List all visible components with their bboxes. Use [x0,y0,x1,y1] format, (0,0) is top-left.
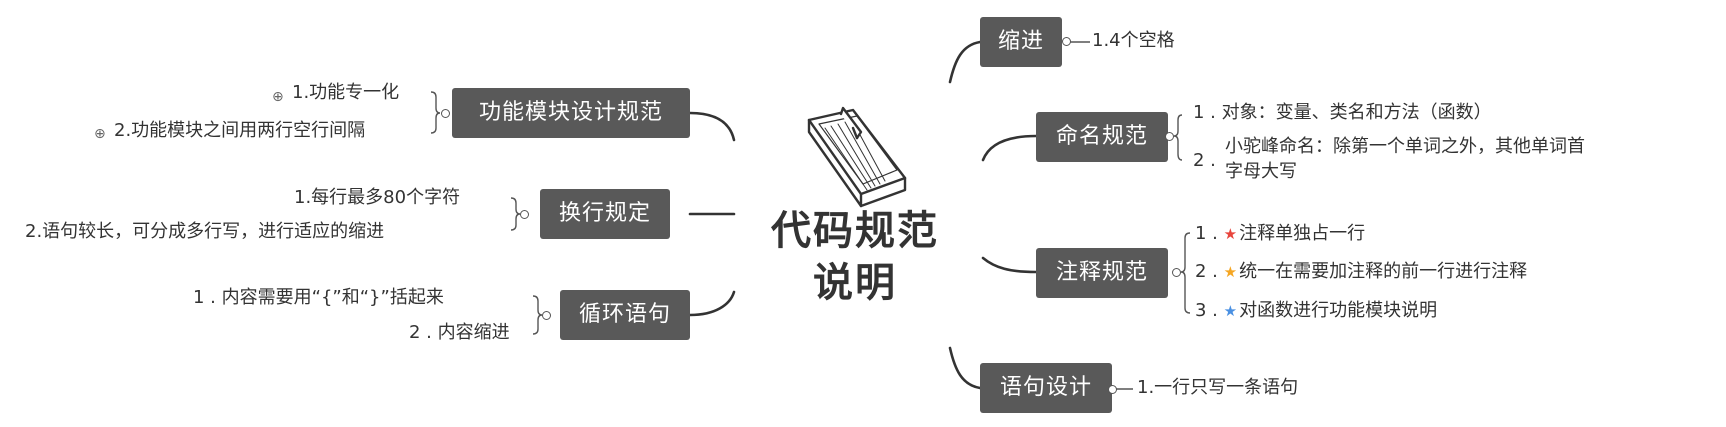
node-loop[interactable]: 循环语句 [560,290,690,340]
collapse-toggle-linebreak[interactable] [520,210,529,219]
leaf-comments-2: 2 . ★统一在需要加注释的前一行进行注释 [1195,261,1527,283]
brace-module [430,91,441,134]
expand-icon-module-2[interactable]: ⊕ [94,126,106,142]
collapse-toggle-naming[interactable] [1165,132,1174,141]
leaf-comments-3-number: 3 . [1195,300,1218,321]
connector-comments [981,256,1038,274]
connector-loop [688,290,736,317]
leaf-comments-1: 1 . ★注释单独占一行 [1195,223,1365,245]
leaf-statement-1: 1.一行只写一条语句 [1137,377,1299,398]
leaf-loop-2: 2 . 内容缩进 [409,322,510,343]
central-topic[interactable]: 代码规范 说明 [760,205,950,309]
leaf-naming-2-number: 2 . [1193,150,1216,171]
connector-statement [948,346,982,390]
collapse-toggle-comments[interactable] [1172,268,1181,277]
collapse-toggle-loop[interactable] [542,311,551,320]
leaf-naming-2-line2: 字母大写 [1225,161,1297,182]
leaf-linebreak-1: 1.每行最多80个字符 [294,187,461,208]
leaf-naming-1: 1 . 对象：变量、类名和方法（函数） [1193,102,1492,124]
leaf-linebreak-2: 2.语句较长，可分成多行写，进行适应的缩进 [25,221,385,242]
collapse-toggle-statement[interactable] [1108,385,1117,394]
central-title-line1: 代码规范 [771,208,939,254]
leaf-naming-2-line1: 小驼峰命名：除第一个单词之外，其他单词首 [1225,136,1585,157]
leaf-module-1: 1.功能专一化 [292,82,400,103]
leaf-comments-1-number: 1 . [1195,223,1218,244]
central-title-line2: 说明 [813,260,897,306]
leaf-indent-1: 1.4个空格 [1092,30,1175,51]
connector-indent [948,40,982,84]
brace-naming [1173,114,1183,161]
leaf-comments-3-text: 对函数进行功能模块说明 [1239,300,1438,321]
node-naming[interactable]: 命名规范 [1036,112,1168,162]
expand-icon-module-1[interactable]: ⊕ [272,89,284,105]
leaf-comments-3: 3 . ★对函数进行功能模块说明 [1195,300,1437,322]
leaf-loop-1: 1 . 内容需要用“{”和“}”括起来 [193,287,444,308]
brace-linebreak [510,197,521,231]
leaf-comments-2-text: 统一在需要加注释的前一行进行注释 [1239,261,1528,282]
collapse-toggle-indent[interactable] [1062,37,1071,46]
leaf-comments-2-number: 2 . [1195,261,1218,282]
connector-module [688,111,736,142]
node-indent[interactable]: 缩进 [980,17,1062,67]
leaf-module-2: 2.功能模块之间用两行空行间隔 [114,120,366,141]
connector-naming [981,134,1038,162]
node-comments[interactable]: 注释规范 [1036,248,1168,298]
brace-comments [1180,232,1191,314]
collapse-toggle-module[interactable] [441,109,450,118]
node-statement[interactable]: 语句设计 [980,363,1112,413]
leaf-naming-1-number: 1 . [1193,102,1216,123]
leaf-comments-1-text: 注释单独占一行 [1239,223,1366,244]
blue-star-icon: ★ [1223,302,1238,320]
leaf-naming-1-text: 对象：变量、类名和方法（函数） [1221,102,1492,123]
orange-star-icon: ★ [1223,263,1238,281]
node-linebreak[interactable]: 换行规定 [540,189,670,239]
node-module[interactable]: 功能模块设计规范 [452,88,690,138]
book-icon [807,106,907,208]
brace-loop [532,295,543,335]
red-star-icon: ★ [1223,225,1238,243]
